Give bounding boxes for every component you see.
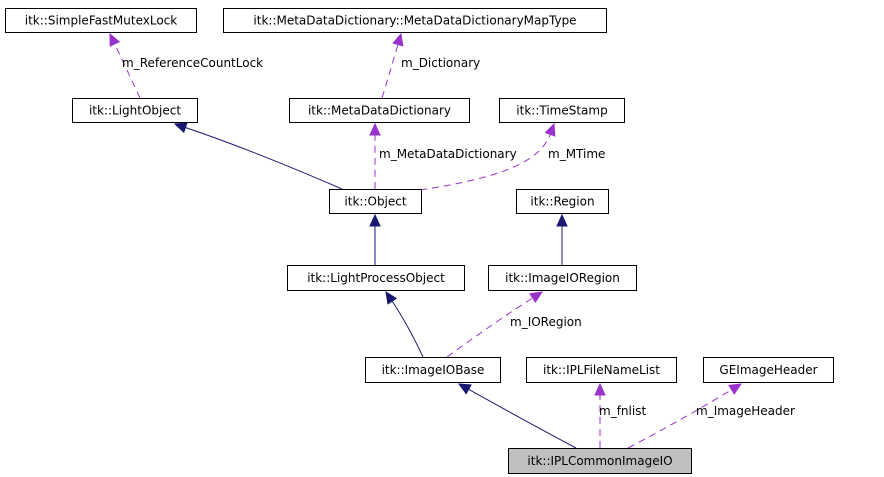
class-node-imageiobase[interactable]: itk::ImageIOBase: [365, 357, 501, 383]
edge-label-e1: m_ReferenceCountLock: [122, 56, 263, 70]
edge-labels-layer: m_ReferenceCountLock m_Dictionary m_MetaDa…: [122, 56, 795, 418]
class-node-box: [526, 357, 677, 383]
class-node-lightprocessobject[interactable]: itk::LightProcessObject: [287, 265, 465, 291]
class-node-label: itk::LightProcessObject: [307, 271, 445, 285]
arrowhead-lightobject-to-object: [173, 122, 188, 134]
class-node-lightobject[interactable]: itk::LightObject: [72, 98, 198, 123]
class-node-label: itk::TimeStamp: [516, 104, 607, 118]
edge-label-e5: m_MTime: [548, 147, 605, 161]
class-node-box: [223, 8, 607, 33]
class-node-iplcommonimageio[interactable]: itk::IPLCommonImageIO: [508, 448, 692, 474]
class-node-label: GEImageHeader: [719, 363, 817, 377]
arrowhead-region-to-imageioregion: [556, 213, 568, 227]
class-node-region[interactable]: itk::Region: [516, 189, 609, 214]
edge-timestamp-to-object: [419, 134, 551, 191]
edge-lightprocessobject-to-imageiobase: [391, 300, 424, 358]
class-node-iplfilenamelist[interactable]: itk::IPLFileNameList: [526, 357, 677, 383]
edge-lightobject-to-object: [185, 127, 343, 190]
class-node-box: [488, 265, 637, 291]
class-node-label: itk::Region: [530, 195, 594, 209]
class-node-box: [365, 357, 501, 383]
class-node-object[interactable]: itk::Object: [329, 189, 422, 214]
class-node-label: itk::ImageIORegion: [505, 271, 620, 285]
class-node-label: itk::Object: [344, 195, 406, 209]
arrowhead-metadatadictionarymaptype-to-metadatadictionary: [392, 32, 404, 47]
edge-metadatadictionarymaptype-to-metadatadictionary: [381, 44, 399, 99]
class-node-imageioregion[interactable]: itk::ImageIORegion: [488, 265, 637, 291]
arrowhead-iplfilenamelist-to-iplcommonimageio: [594, 382, 606, 396]
class-node-label: itk::LightObject: [89, 104, 181, 118]
class-node-metadatadictionary[interactable]: itk::MetaDataDictionary: [289, 98, 470, 123]
class-node-label: itk::IPLFileNameList: [543, 363, 660, 377]
edge-label-e9: m_IORegion: [510, 315, 582, 329]
arrowhead-object-to-lightprocessobject: [369, 213, 381, 227]
class-node-label: itk::MetaDataDictionary::MetaDataDiction…: [253, 14, 576, 28]
arrowhead-simplefastmutexlock-to-lightobject: [109, 32, 121, 47]
class-node-label: itk::MetaDataDictionary: [308, 104, 451, 118]
edge-simplefastmutexlock-to-lightobject: [114, 43, 141, 99]
edge-label-e11: m_fnlist: [599, 404, 646, 418]
class-node-label: itk::IPLCommonImageIO: [527, 454, 672, 468]
class-node-box: [508, 448, 692, 474]
class-node-box: [287, 265, 465, 291]
class-node-metadatadictionarymaptype[interactable]: itk::MetaDataDictionary::MetaDataDiction…: [223, 8, 607, 33]
edges-layer: [109, 32, 743, 449]
edge-imageioregion-to-imageiobase: [446, 297, 533, 358]
class-node-box: [5, 8, 197, 33]
edge-imageiobase-to-iplcommonimageio: [468, 388, 577, 449]
arrowhead-lightprocessobject-to-imageiobase: [385, 290, 398, 305]
class-node-box: [289, 98, 470, 123]
edge-label-e12: m_ImageHeader: [696, 404, 795, 418]
edge-label-e4: m_MetaDataDictionary: [379, 147, 517, 161]
arrowhead-imageioregion-to-imageiobase: [529, 291, 544, 304]
class-node-label: itk::SimpleFastMutexLock: [25, 14, 178, 28]
class-node-box: [499, 98, 625, 123]
class-node-box: [329, 189, 422, 214]
class-node-box: [516, 189, 609, 214]
class-node-box: [72, 98, 198, 123]
arrowhead-metadatadictionary-to-object: [369, 122, 381, 136]
edge-geimageheader-to-iplcommonimageio: [627, 389, 732, 449]
class-node-geimageheader[interactable]: GEImageHeader: [703, 357, 834, 383]
class-node-simplefastmutexlock[interactable]: itk::SimpleFastMutexLock: [5, 8, 197, 33]
arrowhead-timestamp-to-object: [544, 122, 556, 137]
edge-label-e2: m_Dictionary: [401, 56, 480, 70]
arrowhead-geimageheader-to-iplcommonimageio: [728, 383, 743, 395]
class-node-box: [703, 357, 834, 383]
arrowhead-imageiobase-to-iplcommonimageio: [457, 383, 472, 395]
class-node-timestamp[interactable]: itk::TimeStamp: [499, 98, 625, 123]
class-node-label: itk::ImageIOBase: [382, 363, 485, 377]
